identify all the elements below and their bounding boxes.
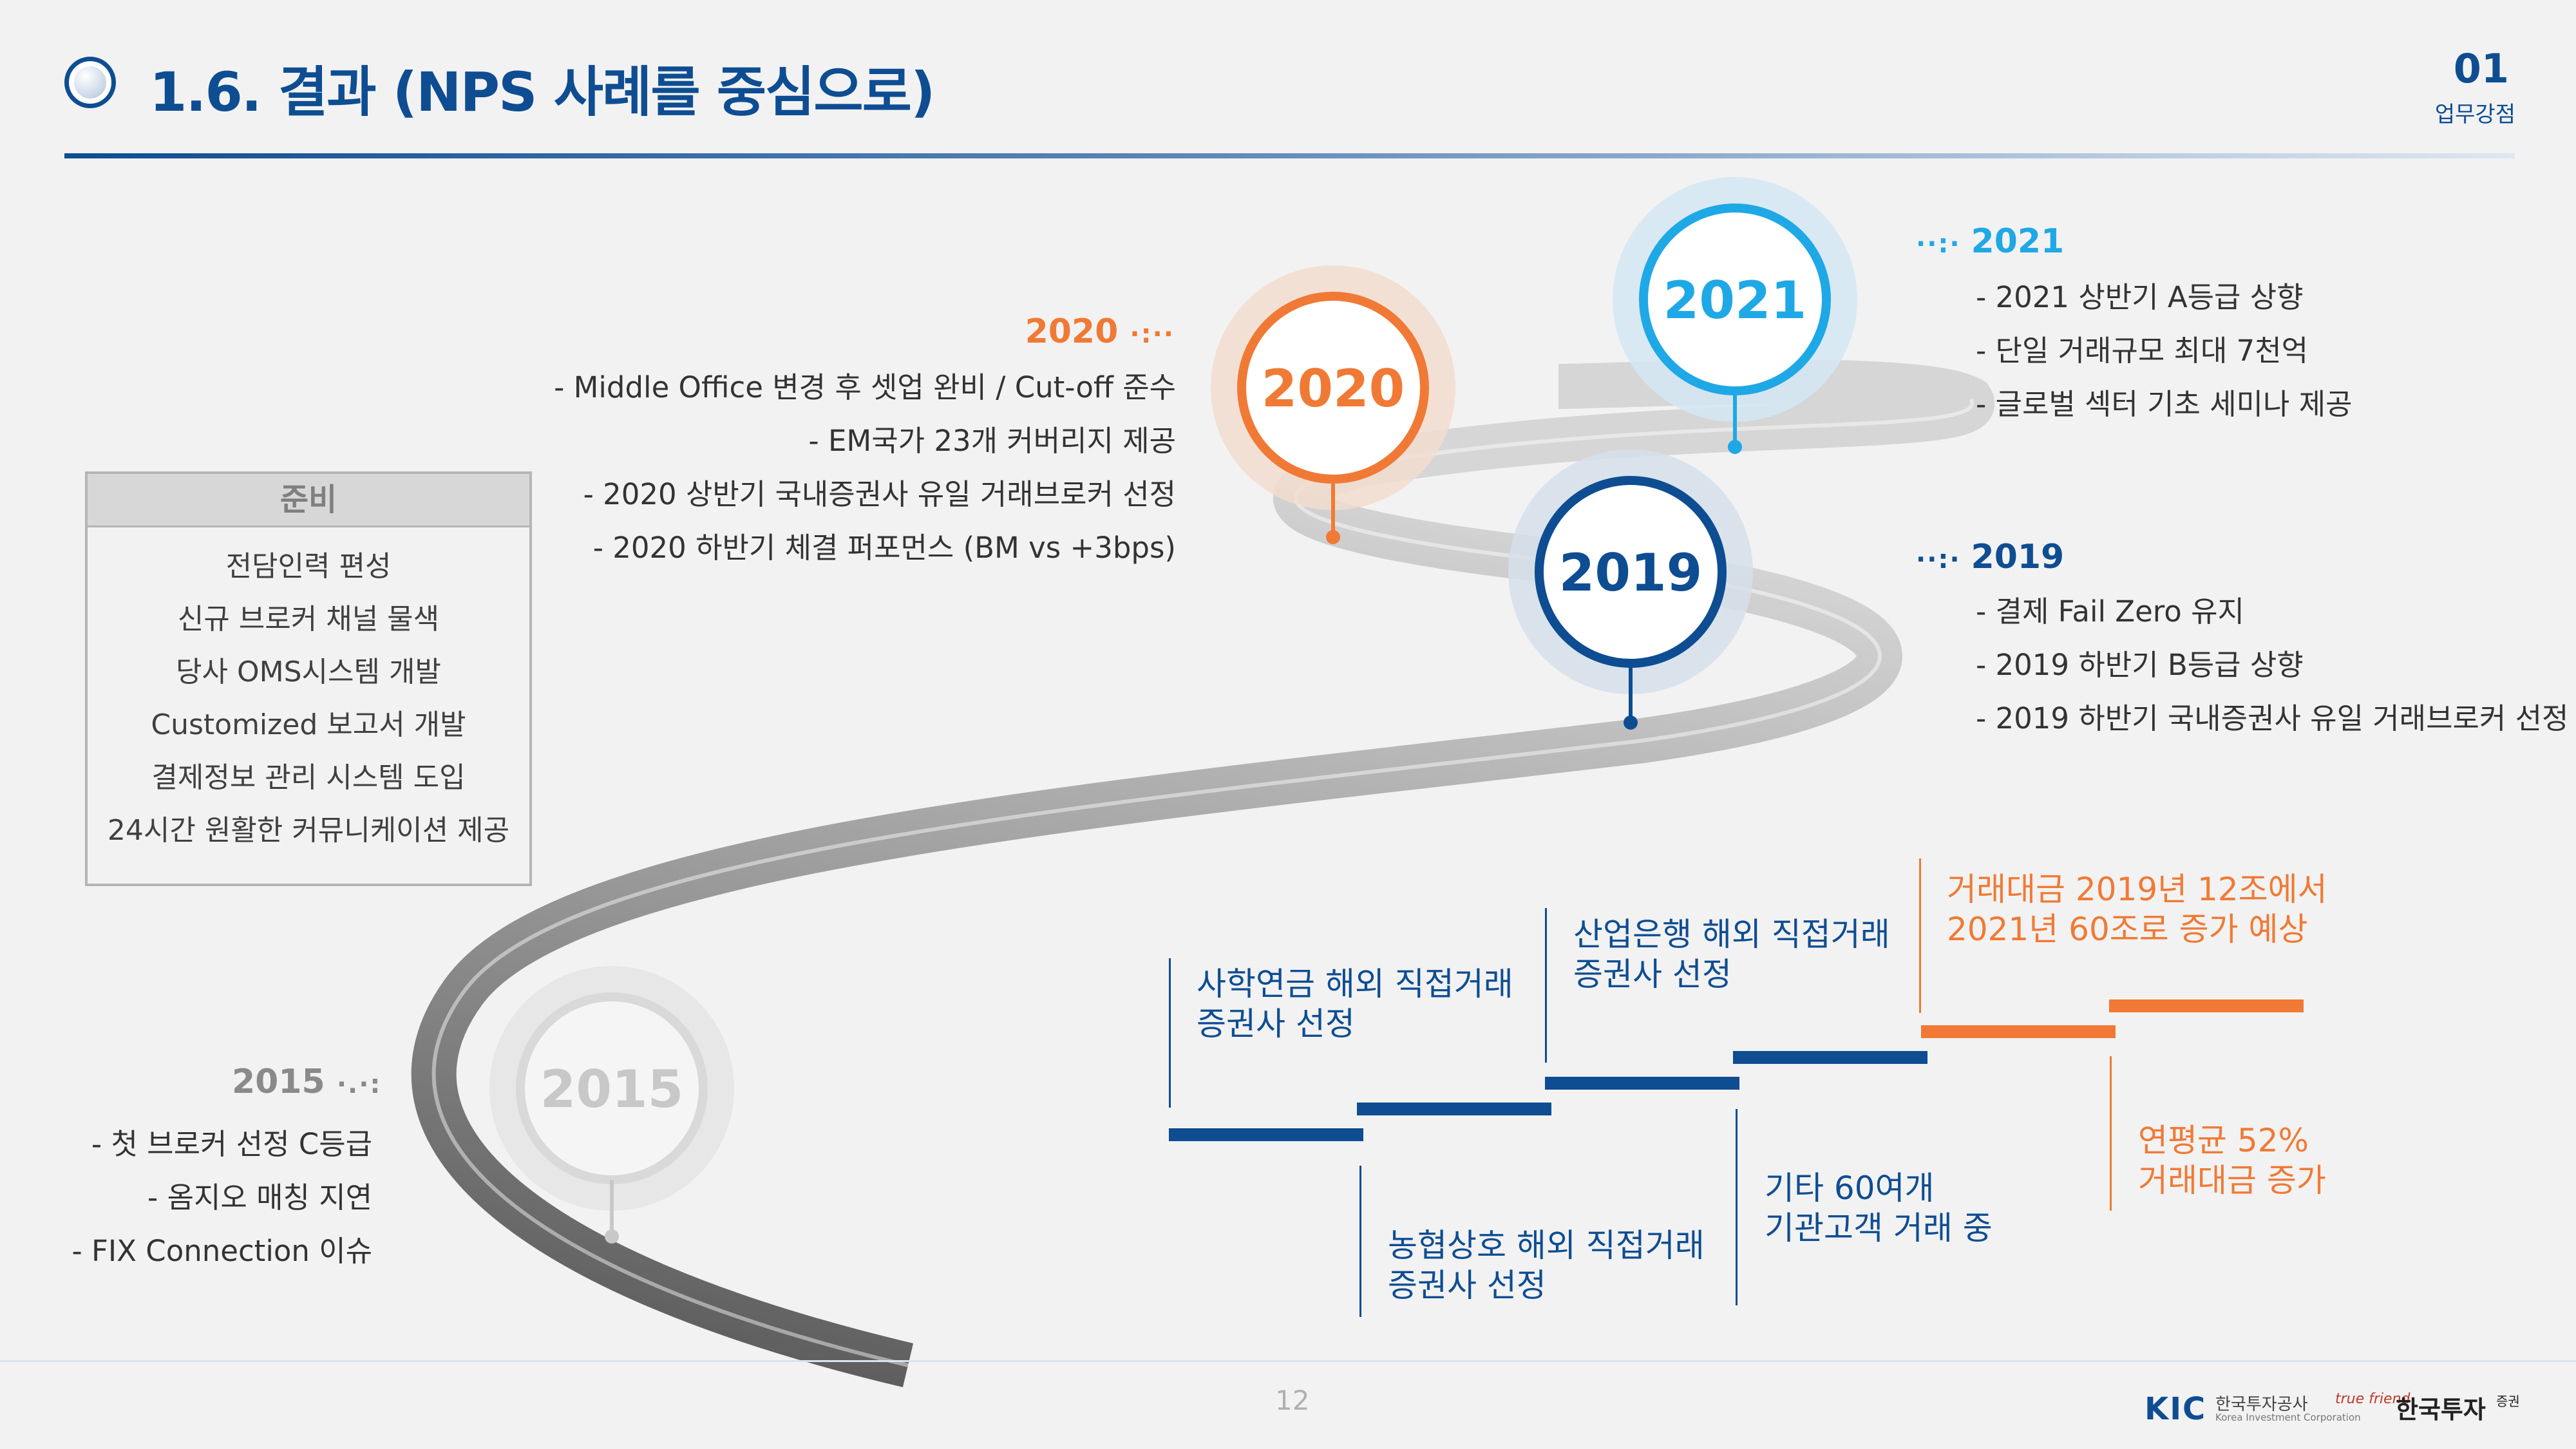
step-connector-2	[1359, 1166, 1361, 1317]
true-friend-logo: true friend	[2335, 1391, 2410, 1407]
marker-2020-text: 2020	[1261, 359, 1405, 419]
step-bar-4	[1733, 1051, 1927, 1064]
dotted-arrow-icon: ··:·	[1916, 545, 1971, 574]
preparation-heading: 준비	[88, 474, 529, 527]
step-connector-3	[1545, 908, 1547, 1063]
page-number: 12	[1275, 1385, 1310, 1416]
step-label-2: 농협상호 해외 직접거래 증권사 선정	[1388, 1227, 1705, 1304]
step-connector-1	[1169, 958, 1171, 1108]
section-name: 업무강점	[2434, 102, 2515, 128]
dotted-arrow-icon: ··:·	[1916, 229, 1971, 259]
preparation-box: 준비 전담인력 편성 신규 브로커 채널 물색 당사 OMS시스템 개발 Cus…	[85, 471, 532, 886]
marker-2019-text: 2019	[1558, 543, 1703, 603]
step-label-3: 산업은행 해외 직접거래 증권사 선정	[1573, 916, 1890, 993]
preparation-item: 결제정보 관리 시스템 도입	[151, 761, 466, 794]
step-bar-1	[1169, 1128, 1363, 1141]
milestone-item: - FIX Connection 이슈	[71, 1234, 372, 1268]
step-bar-2	[1357, 1103, 1551, 1115]
marker-2021-text: 2021	[1663, 270, 1807, 330]
kic-logo: KIC	[2145, 1391, 2207, 1427]
milestone-item: - 2021 상반기 A등급 상향	[1976, 280, 2304, 314]
milestone-2021-label: ··:· 2021	[1916, 222, 2065, 261]
step-bar-3	[1545, 1077, 1739, 1090]
milestone-item: - 결제 Fail Zero 유지	[1976, 594, 2244, 629]
kic-subtitle: Korea Investment Corporation	[2215, 1412, 2361, 1423]
dotted-arrow-icon: ·:··	[1130, 319, 1175, 349]
milestone-item: - 글로벌 섹터 기초 세미나 제공	[1976, 387, 2353, 421]
milestone-item: - 첫 브로커 선정 C등급	[91, 1127, 372, 1161]
marker-2020	[1211, 265, 1455, 544]
preparation-item: Customized 보고서 개발	[151, 708, 466, 741]
step-chart	[1169, 999, 2304, 1141]
milestone-item: - 옴지오 매칭 지연	[147, 1180, 372, 1215]
milestone-2019-list: - 결제 Fail Zero 유지 - 2019 하반기 B등급 상향 - 20…	[1976, 585, 2568, 745]
road-edge	[431, 398, 1975, 1367]
milestone-2020-label: 2020 ·:··	[1025, 312, 1175, 351]
step-label-5: 거래대금 2019년 12조에서 2021년 60조로 증가 예상	[1947, 871, 2327, 948]
page-title: 1.6. 결과 (NPS 사례를 중심으로)	[149, 61, 935, 124]
marker-2015-text: 2015	[540, 1059, 684, 1119]
milestone-item: - 2020 하반기 체결 퍼포먼스 (BM vs +3bps)	[592, 531, 1176, 565]
milestone-item: - 2019 하반기 국내증권사 유일 거래브로커 선정	[1976, 701, 2569, 735]
milestone-item: - EM국가 23개 커버리지 제공	[808, 424, 1176, 458]
milestone-item: - Middle Office 변경 후 셋업 완비 / Cut-off 준수	[554, 370, 1176, 404]
step-label-1: 사학연금 해외 직접거래 증권사 선정	[1197, 965, 1513, 1043]
kic-name: 한국투자공사	[2215, 1395, 2308, 1414]
dotted-arrow-icon: ·.·:	[336, 1070, 382, 1099]
milestone-2015-label: 2015 ·.·:	[232, 1063, 382, 1101]
step-connector-5	[1919, 858, 1921, 1013]
milestone-2020-list: - Middle Office 변경 후 셋업 완비 / Cut-off 준수 …	[489, 361, 1176, 574]
title-bullet-icon	[64, 57, 116, 108]
title-divider	[64, 153, 2515, 158]
kis-subtitle: 증권	[2496, 1394, 2520, 1409]
marker-2021	[1613, 177, 1857, 454]
preparation-item: 신규 브로커 채널 물색	[177, 603, 440, 636]
milestone-2021-list: - 2021 상반기 A등급 상향 - 단일 거래규모 최대 7천억 - 글로벌…	[1976, 270, 2353, 431]
kis-name: 한국투자	[2396, 1396, 2486, 1424]
preparation-item: 당사 OMS시스템 개발	[176, 656, 441, 688]
milestone-item: - 2020 상반기 국내증권사 유일 거래브로커 선정	[583, 477, 1176, 511]
step-label-6: 연평균 52% 거래대금 증가	[2138, 1122, 2326, 1199]
marker-2019	[1508, 450, 1753, 730]
preparation-item: 24시간 원활한 커뮤니케이션 제공	[107, 814, 510, 847]
milestone-2019-label: ··:· 2019	[1916, 538, 2065, 576]
step-connector-4	[1736, 1109, 1738, 1305]
step-bar-6	[2109, 999, 2304, 1012]
step-connector-6	[2110, 1056, 2112, 1211]
milestone-item: - 2019 하반기 B등급 상향	[1976, 648, 2304, 682]
section-number: 01	[2453, 45, 2509, 92]
preparation-list: 전담인력 편성 신규 브로커 채널 물색 당사 OMS시스템 개발 Custom…	[88, 527, 529, 857]
step-label-4: 기타 60여개 기관고객 거래 중	[1765, 1170, 1993, 1247]
milestone-item: - 단일 거래규모 최대 7천억	[1976, 334, 2309, 368]
road-path	[411, 359, 1994, 1388]
footer-divider	[0, 1360, 2576, 1362]
milestone-2015-list: - 첫 브로커 선정 C등급 - 옴지오 매칭 지연 - FIX Connect…	[52, 1117, 372, 1278]
step-bar-5	[1921, 1025, 2116, 1038]
preparation-item: 전담인력 편성	[225, 550, 392, 583]
marker-2015	[489, 966, 734, 1244]
